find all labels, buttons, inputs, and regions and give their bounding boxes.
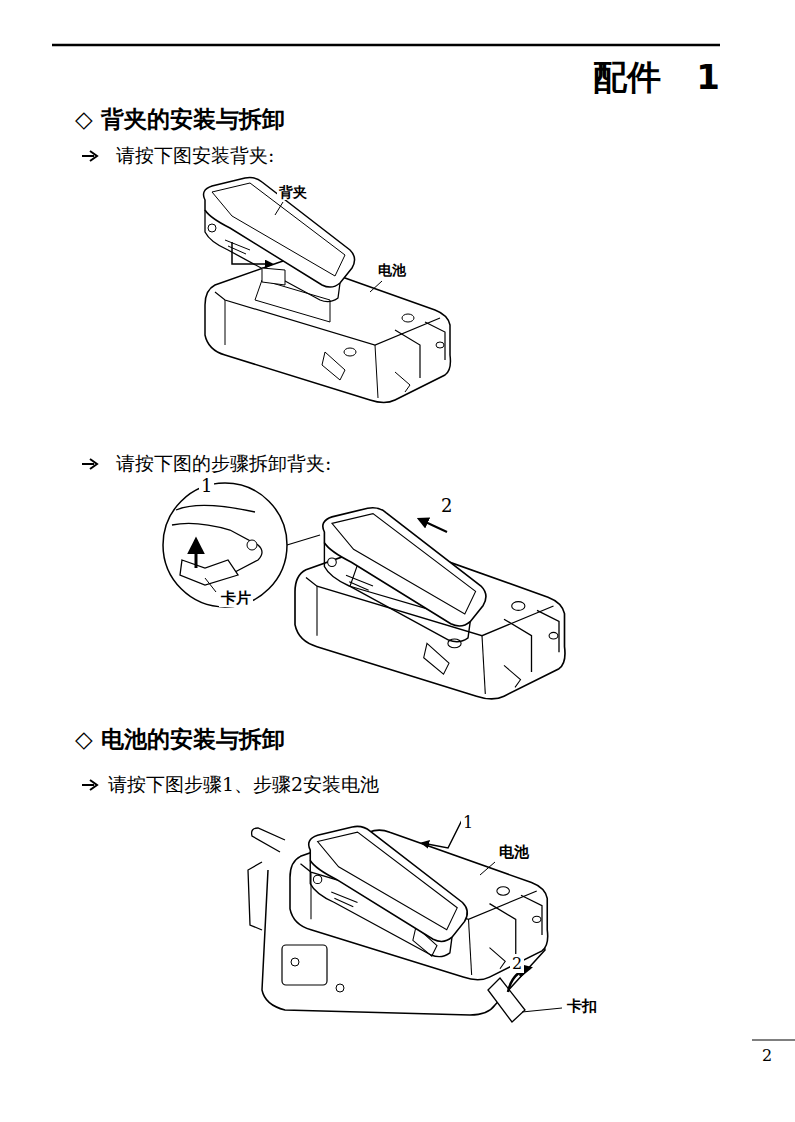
chapter-title: 配件 1 xyxy=(593,58,720,97)
instruction-text: 请按下图安装背夹: xyxy=(116,145,274,167)
part-label: 背夹 xyxy=(277,184,309,200)
callout-number: 1 xyxy=(199,476,214,497)
section-heading: ◇ 电池的安装与拆卸 xyxy=(75,726,285,752)
callout-number: 2 xyxy=(439,496,454,517)
callout-number: 2 xyxy=(510,955,524,973)
callout-number: 1 xyxy=(461,814,475,832)
part-label: 电池 xyxy=(376,262,408,278)
instruction-text: 请按下图步骤1、步骤2安装电池 xyxy=(108,774,379,796)
part-label: 电池 xyxy=(497,844,531,861)
part-label: 卡片 xyxy=(219,590,253,607)
page-number: 2 xyxy=(762,1047,772,1065)
part-label: 卡扣 xyxy=(565,998,599,1015)
section-heading: ◇ 背夹的安装与拆卸 xyxy=(75,106,285,132)
instruction-text: 请按下图的步骤拆卸背夹: xyxy=(116,453,331,475)
